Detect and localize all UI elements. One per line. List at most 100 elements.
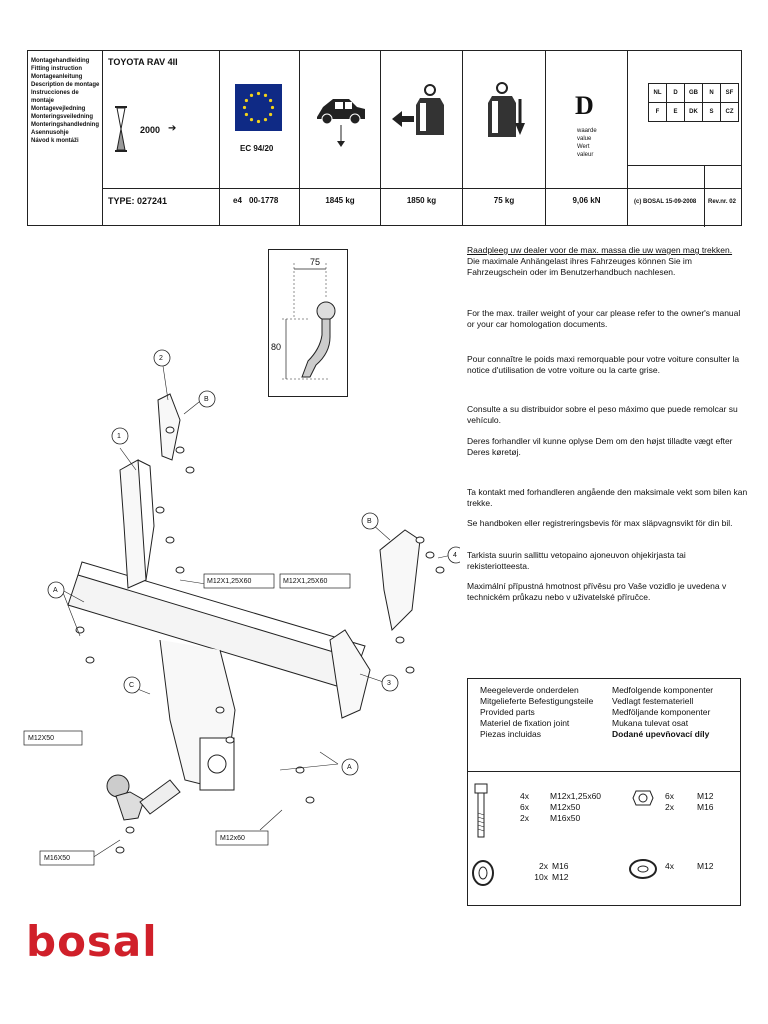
lang-line: Monteringsveiledning [31,114,94,120]
country-code: E [666,102,685,122]
instruction-fi: Tarkista suurin sallittu vetopaino ajone… [467,550,686,571]
d-desc-line: value [577,136,592,142]
instruction-se: Se handboken eller registreringsbevis fö… [467,518,733,528]
country-code: GB [684,83,703,103]
instruction-cz: Maximální přípustná hmotnost přívěsu pro… [467,581,727,602]
country-code: SF [720,83,739,103]
eu-star-icon [256,119,261,124]
callout-c: C [129,682,135,689]
instruction-dk: Deres forhandler vil kunne oplyse Dem om… [467,436,733,457]
towball-dimension-drawing [268,249,348,397]
callout-b-left: B [204,396,209,403]
bolt-part [115,846,125,854]
callout-3: 3 [387,680,391,687]
bolt-part [215,706,225,714]
parts-heading-line: Mitgelieferte Befestigungsteile [480,696,594,706]
callout-a-right: A [347,764,352,771]
eu-star-icon [249,118,254,122]
bolt-part [125,826,135,834]
country-grid: NL D GB N SF F E DK S CZ [648,83,739,122]
parts-heading-left: Meegeleverde onderdelen Mitgelieferte Be… [480,685,593,740]
vehicle-title: TOYOTA RAV 4II [108,57,178,67]
bolt-part [175,566,185,574]
approval-prefix: e4 [233,196,242,205]
car-weight-icon [317,99,365,147]
hourglass-icon [115,106,127,152]
instruction-nl: Raadpleeg uw dealer voor de max. massa d… [467,245,733,255]
bolt-part [155,506,165,514]
eu-star-icon [269,98,273,103]
vehicle-weight: 1845 kg [325,196,355,205]
bolt-label-m16x50: M16X50 [44,855,71,862]
instruction-es: Consulte a su distribuidor sobre el peso… [467,404,738,425]
parts-heading-line: Vedlagt festemateriell [612,696,694,706]
type-label: TYPE: 027241 [108,196,168,206]
country-code: D [666,83,685,103]
instruction-fr: Pour connaître le poids maxi remorquable… [467,354,740,375]
callout-2: 2 [159,355,163,362]
bolt-label-m12x125-left: M12X1,25X60 [207,578,252,585]
parts-heading-line: Dodané upevňovací díly [612,729,710,739]
lang-line: Description de montage [31,82,100,88]
size: M12 [552,872,569,882]
parts-heading-right: Medfolgende komponenter Vedlagt festemat… [612,685,713,740]
bolt-part [435,566,445,574]
trailer-weight: 1850 kg [406,196,437,205]
qty: 10x [534,872,548,882]
bolt-part [185,466,195,474]
bolt-label-m12x125-right: M12X1,25X60 [283,578,328,585]
country-code: NL [648,83,667,103]
spring-washer-icon [629,859,657,879]
lang-line: Fitting instruction [31,66,82,72]
washer-icon [472,860,494,886]
size: M12 [697,791,714,801]
eu-star-icon [256,91,261,96]
qty: 4x [520,791,529,801]
eu-star-icon [244,112,248,117]
parts-heading-line: Piezas incluidas [480,729,541,739]
bosal-logo: bosal [26,917,158,966]
exploded-assembly-diagram [23,349,460,866]
parts-heading-line: Medföljande komponenter [612,707,711,717]
d-desc-line: Wert [577,144,590,150]
bolt-label-m12x60: M12x60 [220,835,245,842]
vertical-load: 75 kg [493,196,515,205]
country-code: N [702,83,721,103]
callout-1: 1 [117,433,121,440]
parts-heading-line: Materiel de fixation joint [480,718,570,728]
eu-star-icon [249,93,254,97]
eu-star-icon [263,118,268,122]
eu-star-icon [242,105,247,110]
callout-b-right: B [367,518,372,525]
callout-4: 4 [453,552,457,559]
copyright: (c) BOSAL 15-09-2008 [634,199,697,205]
vertical-load-icon [488,82,525,137]
bolt-part [225,736,235,744]
language-list: Montagehandleiding Fitting instruction M… [31,57,101,145]
country-code: CZ [720,102,739,122]
parts-heading-line: Medfolgende komponenter [612,685,714,695]
country-code: F [648,102,667,122]
bolt-part [295,766,305,774]
bolt-part [175,446,185,454]
lang-line: Návod k montáži [31,138,79,144]
lang-line: Asennusohje [31,130,69,136]
qty: 2x [665,802,674,812]
bolt-part [305,796,315,804]
parts-heading-line: Provided parts [480,707,535,717]
bolt-part [415,536,425,544]
lang-line: Montagehandleiding [31,58,90,64]
bolt-part [75,626,85,634]
dim-height: 80 [271,342,282,352]
instruction-de: Die maximale Anhängelast ihres Fahrzeuge… [467,256,692,277]
instruction-nl-de: Raadpleeg uw dealer voor de max. massa d… [467,245,749,278]
qty: 2x [539,861,548,871]
country-code: DK [684,102,703,122]
d-description: waarde value Wert valeur [577,127,597,159]
lang-line: Montageanleitung [31,74,83,80]
d-desc-line: waarde [577,128,597,134]
arrow-right-icon: ➔ [168,123,177,134]
bolt-part [165,426,175,434]
